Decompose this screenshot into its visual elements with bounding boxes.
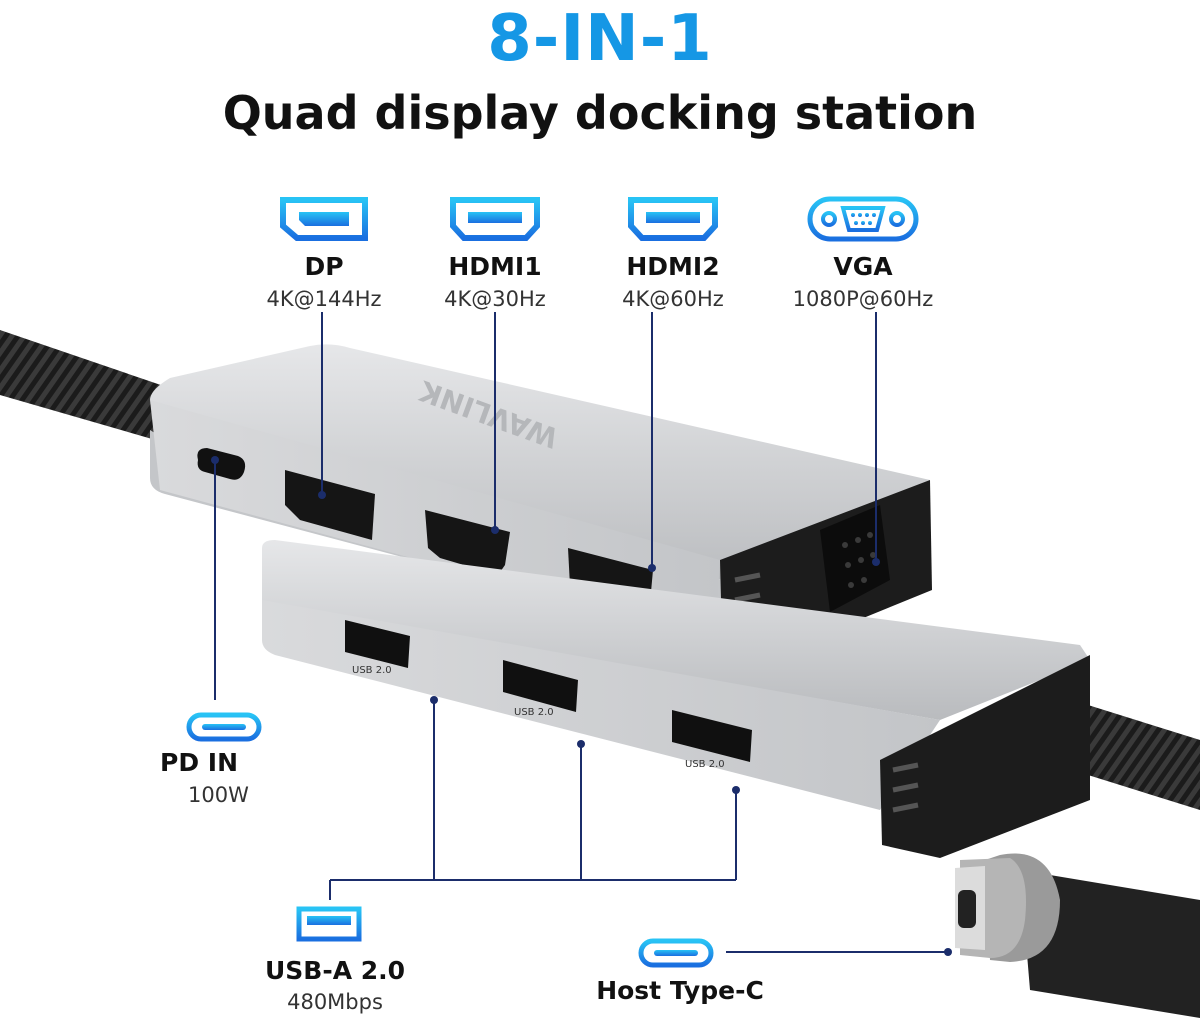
hdmi2-label: HDMI2 [626, 252, 720, 281]
hdmi-icon [628, 197, 718, 241]
hdmi2-spec: 4K@60Hz [622, 287, 724, 311]
page-title: 8-IN-1 [487, 2, 713, 76]
dp-label: DP [304, 252, 344, 281]
hdmi1-label: HDMI1 [448, 252, 542, 281]
usba-label: USB-A 2.0 [264, 956, 406, 985]
hdmi1-spec: 4K@30Hz [444, 287, 546, 311]
vga-label: VGA [833, 252, 893, 281]
pd-label: PD IN [160, 748, 239, 777]
usb-a-icon [296, 906, 362, 942]
dp-spec: 4K@144Hz [266, 287, 382, 311]
host-label: Host Type-C [596, 976, 764, 1005]
usb-c-icon [186, 712, 262, 742]
hdmi-icon [450, 197, 540, 241]
pd-spec: 100W [188, 783, 249, 807]
page-subtitle: Quad display docking station [222, 86, 978, 140]
usb-c-icon [638, 938, 714, 968]
vga-icon [807, 196, 919, 242]
usba-spec: 480Mbps [287, 990, 383, 1014]
usb-port-label: USB 2.0 [514, 707, 554, 718]
vga-spec: 1080P@60Hz [792, 287, 934, 311]
displayport-icon [280, 197, 368, 241]
usb-port-label: USB 2.0 [685, 759, 725, 770]
usb-port-label: USB 2.0 [352, 665, 392, 676]
